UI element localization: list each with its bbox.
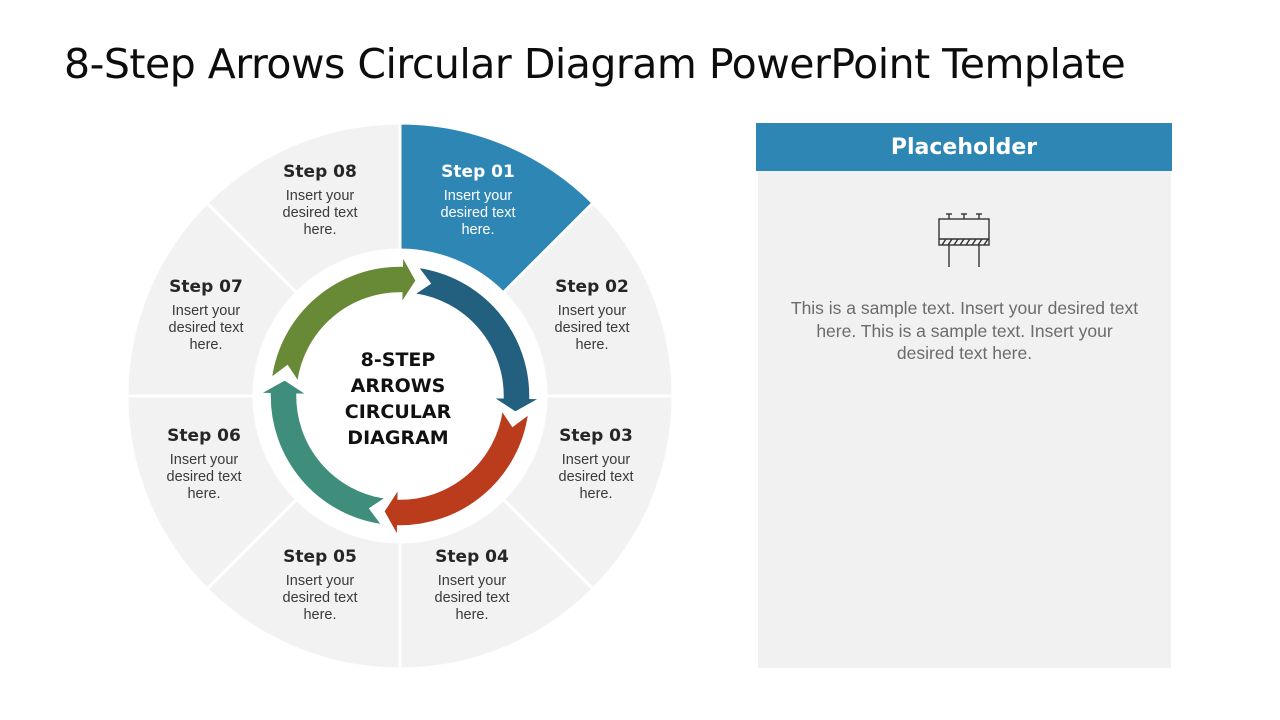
step-description: here. [189, 337, 222, 353]
step-title: Step 03 [559, 426, 633, 446]
panel-header: Placeholder [756, 123, 1172, 171]
step-description: here. [303, 607, 336, 623]
step-description: here. [461, 222, 494, 238]
step-description: desired text [441, 205, 516, 221]
step-description: Insert your [286, 573, 355, 589]
step-description: Insert your [558, 303, 627, 319]
step-description: Insert your [172, 303, 241, 319]
panel-body: This is a sample text. Insert your desir… [758, 171, 1171, 668]
arrow-red [382, 408, 530, 539]
step-description: here. [455, 607, 488, 623]
step-description: Insert your [444, 188, 513, 204]
step-title: Step 05 [283, 547, 357, 567]
step-description: here. [575, 337, 608, 353]
step-description: Insert your [562, 452, 631, 468]
step-description: Insert your [170, 452, 239, 468]
step-title: Step 04 [435, 547, 509, 567]
center-label-line: 8-STEP [361, 349, 436, 371]
step-description: desired text [283, 590, 358, 606]
panel-description: This is a sample text. Insert your desir… [790, 298, 1139, 363]
billboard-icon [938, 213, 990, 267]
step-title: Step 06 [167, 426, 241, 446]
center-label-line: CIRCULAR [345, 401, 452, 423]
step-description: Insert your [286, 188, 355, 204]
step-description: here. [187, 486, 220, 502]
center-label: 8-STEP ARROWS CIRCULAR DIAGRAM [345, 349, 452, 449]
step-title: Step 01 [441, 162, 515, 182]
arrow-blue [412, 266, 543, 414]
step-description: here. [579, 486, 612, 502]
step-description: desired text [435, 590, 510, 606]
step-title: Step 07 [169, 277, 243, 297]
step-description: Insert your [438, 573, 507, 589]
slide-title: 8-Step Arrows Circular Diagram PowerPoin… [64, 40, 1126, 88]
step-description: here. [303, 222, 336, 238]
step-title: Step 08 [283, 162, 357, 182]
step-description: desired text [283, 205, 358, 221]
center-label-line: DIAGRAM [347, 427, 448, 449]
step-description: desired text [167, 469, 242, 485]
step-description: desired text [169, 320, 244, 336]
step-title: Step 02 [555, 277, 629, 297]
step-description: desired text [555, 320, 630, 336]
center-label-line: ARROWS [351, 375, 446, 397]
step-description: desired text [559, 469, 634, 485]
arrow-teal [257, 378, 388, 526]
arrow-green [270, 253, 418, 384]
